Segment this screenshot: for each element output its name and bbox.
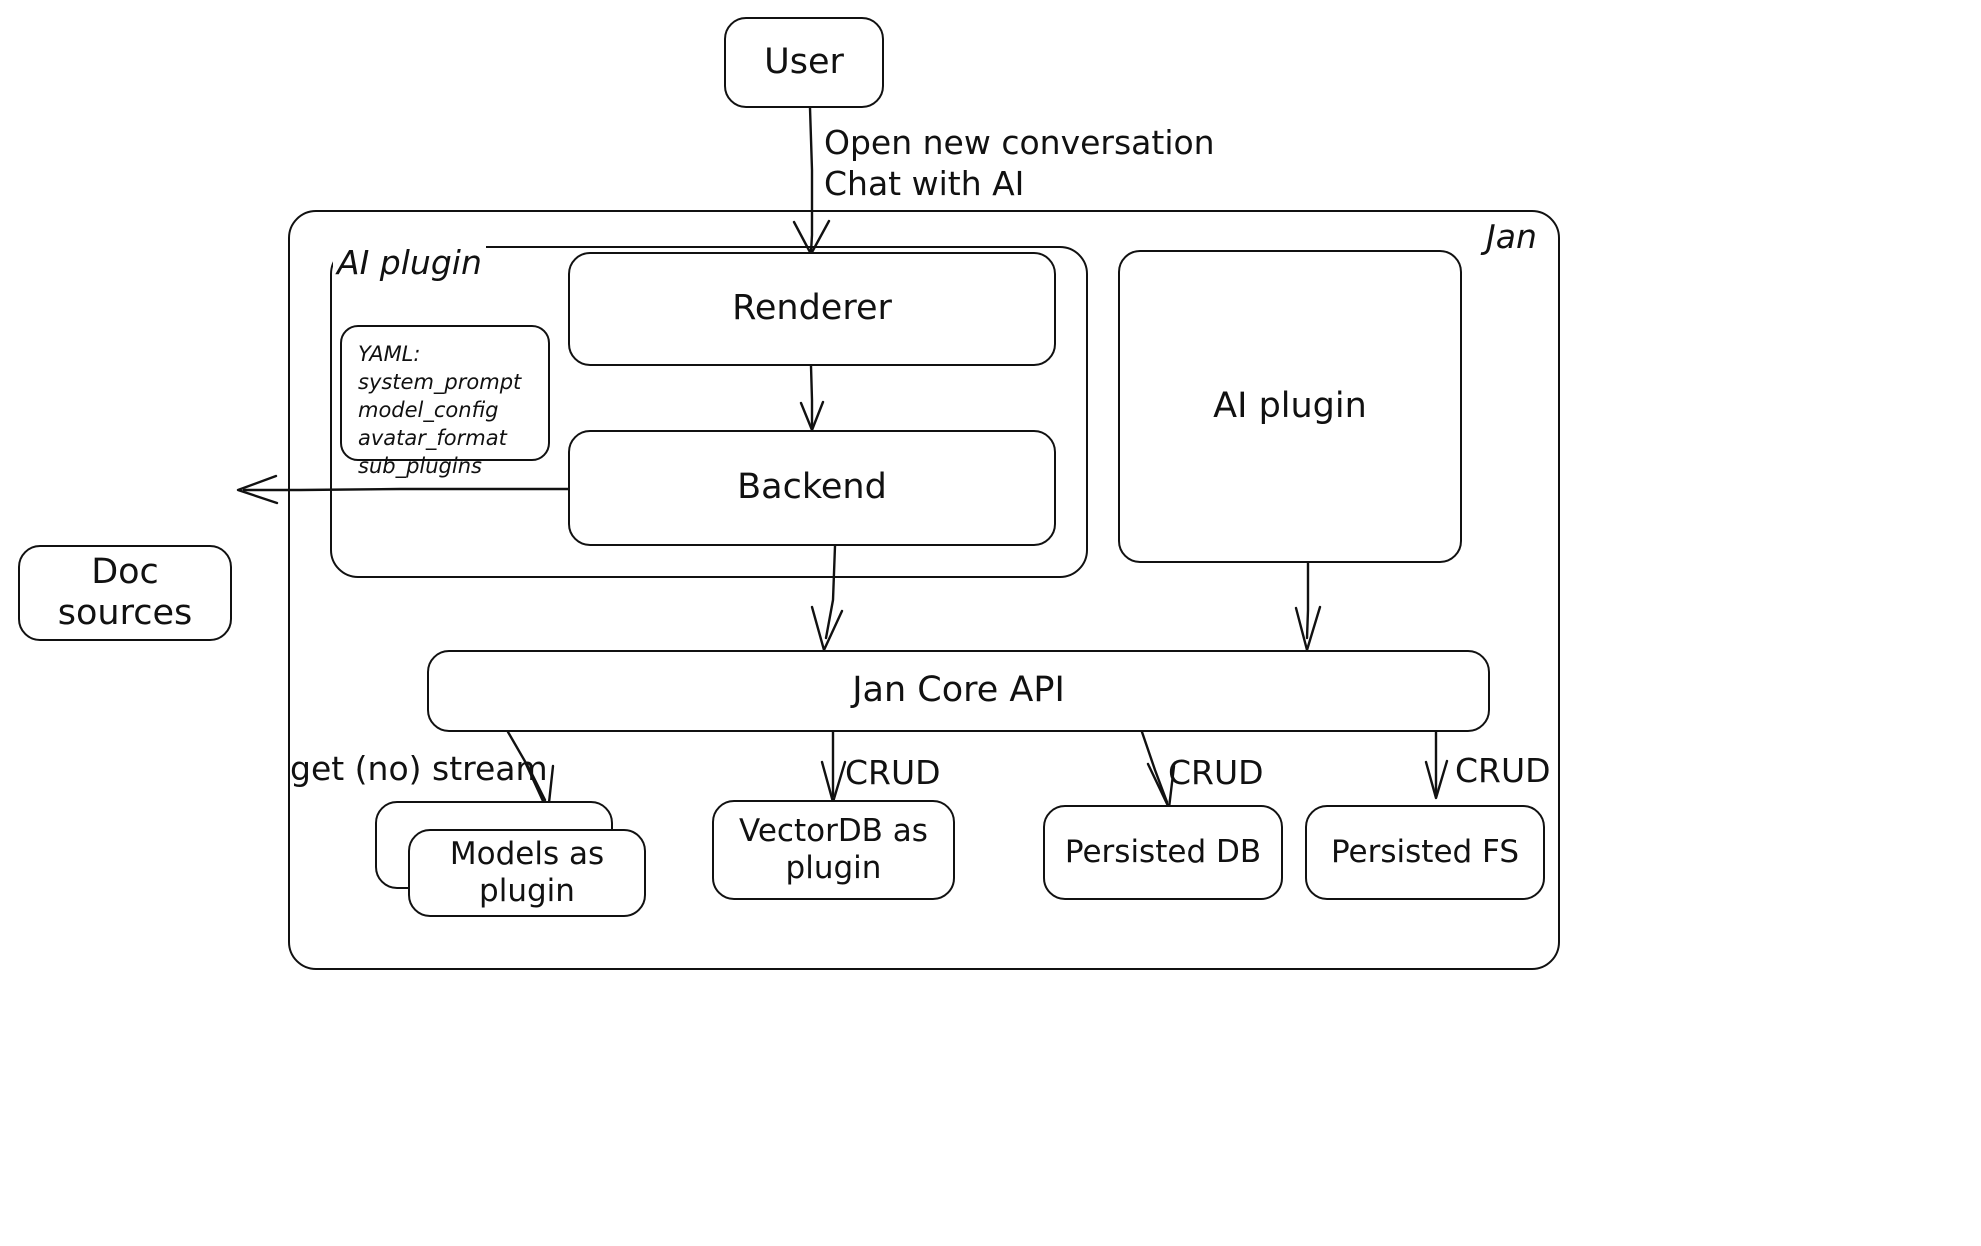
edge-label-models: get (no) stream — [290, 749, 548, 788]
group-ai-plugin — [330, 246, 1088, 578]
group-ai-plugin-label: AI plugin — [333, 243, 486, 282]
node-backend-label: Backend — [737, 467, 887, 508]
node-vectordb-as-plugin[interactable]: VectorDB as plugin — [712, 800, 955, 900]
note-yaml: YAML: system_prompt model_config avatar_… — [340, 325, 550, 478]
node-persisted-fs-label: Persisted FS — [1330, 834, 1520, 871]
node-doc-sources-label: Doc sources — [57, 551, 193, 633]
edge-label-crud-vectordb: CRUD — [845, 752, 941, 794]
edge-label-vectordb: CRUD — [845, 753, 941, 792]
edge-label-line1: Open new conversation — [824, 123, 1215, 162]
edge-label-persisted-db: CRUD — [1168, 753, 1264, 792]
node-user[interactable]: User — [724, 17, 884, 108]
node-models-as-plugin[interactable]: Models as plugin — [408, 829, 646, 917]
node-persisted-db[interactable]: Persisted DB — [1043, 805, 1283, 900]
note-yaml-item-2: avatar_format — [358, 425, 507, 450]
edge-label-persisted-fs: CRUD — [1455, 751, 1551, 790]
node-user-label: User — [764, 41, 844, 82]
arrowhead-backend-to-doc-sources — [236, 474, 279, 505]
group-jan-label: Jan — [1482, 217, 1541, 256]
note-yaml-item-3: sub_plugins — [358, 453, 482, 478]
note-yaml-item-0: system_prompt — [358, 369, 522, 394]
edge-label-line2: Chat with AI — [824, 164, 1025, 203]
node-backend[interactable]: Backend — [568, 430, 1056, 546]
edge-label-chat-with-ai: Chat with AI — [824, 163, 1024, 205]
edge-label-get-no-stream: get (no) stream — [290, 748, 548, 790]
note-yaml-item-1: model_config — [358, 397, 499, 422]
node-jan-core-api-label: Jan Core API — [852, 670, 1065, 711]
group-jan — [288, 210, 1560, 970]
node-ai-plugin[interactable]: AI plugin — [1118, 250, 1462, 563]
edge-label-open-new-conversation: Open new conversation — [824, 122, 1215, 164]
node-models-as-plugin-label: Models as plugin — [449, 836, 605, 909]
node-persisted-fs[interactable]: Persisted FS — [1305, 805, 1545, 900]
node-doc-sources[interactable]: Doc sources — [18, 545, 232, 641]
node-renderer[interactable]: Renderer — [568, 252, 1056, 366]
node-vectordb-as-plugin-label: VectorDB as plugin — [739, 813, 928, 886]
note-yaml-title: YAML: — [358, 342, 421, 366]
node-renderer-label: Renderer — [732, 288, 892, 329]
node-ai-plugin-label: AI plugin — [1213, 385, 1367, 426]
edge-label-crud-persisted-db: CRUD — [1168, 752, 1264, 794]
node-jan-core-api[interactable]: Jan Core API — [427, 650, 1490, 732]
edge-label-crud-persisted-fs: CRUD — [1455, 750, 1551, 792]
node-persisted-db-label: Persisted DB — [1064, 834, 1262, 871]
